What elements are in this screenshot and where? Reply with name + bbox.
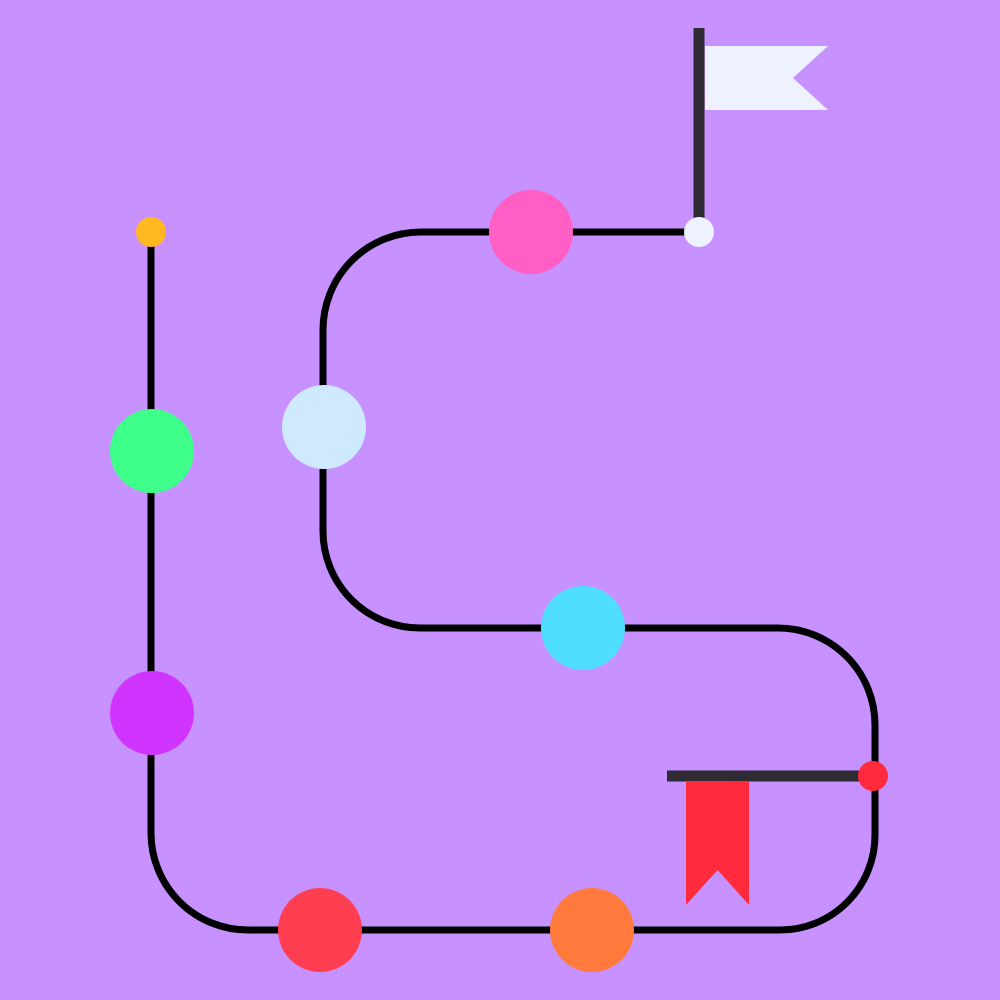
milestone-magenta — [110, 671, 194, 755]
finish-dot — [684, 217, 714, 247]
milestone-pink — [489, 190, 573, 274]
roadmap-path — [147, 228, 879, 934]
milestone-red — [278, 888, 362, 972]
flag-cloth — [705, 46, 828, 110]
milestone-orange — [550, 888, 634, 972]
bookmark-dot — [858, 761, 888, 791]
bookmark-ribbon — [686, 782, 749, 905]
milestone-cyan — [541, 586, 625, 670]
flag-icon — [693, 28, 828, 232]
milestone-green — [110, 409, 194, 493]
start-dot — [136, 217, 166, 247]
milestone-pale-blue — [282, 385, 366, 469]
bookmark-ribbon-icon — [667, 770, 873, 905]
